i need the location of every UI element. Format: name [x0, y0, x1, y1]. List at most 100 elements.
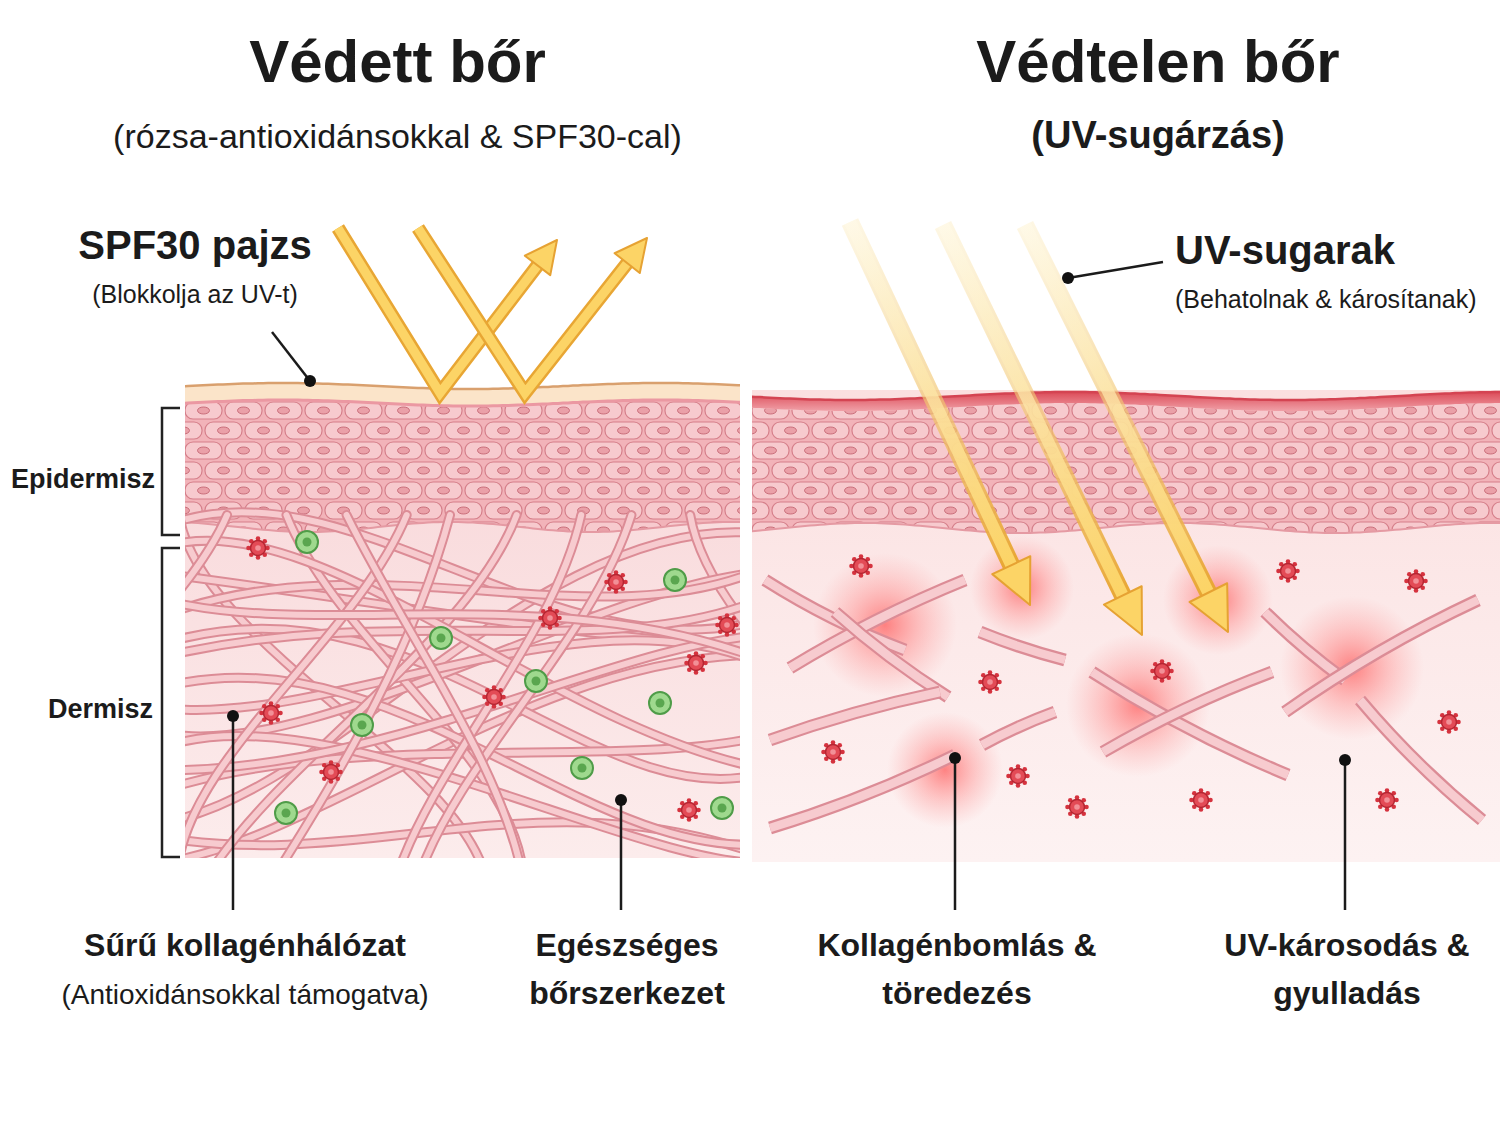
skin-cell [1352, 482, 1389, 499]
collagen-fiber [982, 712, 1055, 745]
skin-cell [772, 462, 809, 479]
skin-cell [345, 442, 382, 459]
skin-cell [772, 502, 809, 519]
collagen-fiber [980, 632, 1065, 660]
skin-cell [265, 442, 302, 459]
skin-cell [1085, 447, 1097, 454]
panel-subheading: (UV-sugárzás) [818, 113, 1498, 159]
skin-cell [1292, 502, 1329, 519]
skin-cell [1232, 442, 1269, 459]
skin-cell [1225, 507, 1237, 514]
skin-cell [738, 427, 741, 434]
skin-cell [1312, 522, 1349, 539]
skin-cell [1292, 462, 1329, 479]
dermis-cells [246, 531, 739, 824]
skin-cell [865, 467, 877, 474]
skin-cell [1092, 462, 1129, 479]
skin-cell [665, 442, 702, 459]
skin-cell [1432, 442, 1469, 459]
skin-cell [318, 487, 330, 494]
skin-cell [805, 527, 817, 534]
free-radical [826, 745, 841, 760]
antioxidant-cell [351, 714, 373, 736]
free-radical [1070, 800, 1085, 815]
uv-ray [943, 225, 1125, 599]
skin-cell [845, 487, 857, 494]
skin-cell [445, 462, 482, 479]
free-radical [547, 615, 553, 621]
collagen-fiber [982, 712, 1055, 745]
skin-cell [258, 427, 270, 434]
skin-cell [1485, 447, 1497, 454]
skin-cell [812, 502, 849, 519]
skin-cell [538, 507, 550, 514]
skin-cell [1485, 407, 1497, 414]
skin-cell [1085, 407, 1097, 414]
collagen-fiber [275, 515, 450, 858]
uv-ray [338, 228, 557, 393]
free-radical [491, 694, 497, 700]
skin-cell [752, 502, 769, 519]
skin-cell [585, 442, 622, 459]
skin-cell [425, 482, 462, 499]
skin-cell [1232, 522, 1269, 539]
skin-cell [618, 467, 630, 474]
skin-cell [852, 462, 889, 479]
skin-section [185, 383, 740, 858]
skin-section [752, 390, 1500, 862]
skin-cell [225, 402, 262, 419]
collagen-fiber [835, 612, 948, 697]
collagen-fiber [1360, 700, 1482, 820]
collagen-fiber [770, 755, 955, 828]
skin-cell [1072, 442, 1109, 459]
skin-cell [185, 462, 202, 479]
skin-cell [792, 442, 829, 459]
skin-cell [618, 427, 630, 434]
free-radical [268, 710, 274, 716]
skin-cell [1272, 482, 1309, 499]
free-radical [1065, 795, 1089, 819]
skin-cell [625, 482, 662, 499]
free-radical [246, 536, 270, 560]
skin-cell [185, 482, 222, 499]
skin-cell [1212, 422, 1249, 439]
skin-cell [792, 482, 829, 499]
collagen-fiber [208, 515, 516, 858]
skin-cell [1485, 487, 1497, 494]
skin-cell [525, 462, 562, 479]
antioxidant-cell [430, 627, 452, 649]
skin-cell [438, 447, 450, 454]
skin-cell [1372, 502, 1409, 519]
antioxidant-cell [358, 721, 367, 730]
skin-cell [1472, 442, 1500, 459]
skin-cell [1252, 502, 1289, 519]
antioxidant-cell [711, 797, 733, 819]
skin-cell [752, 462, 769, 479]
free-radical [1437, 710, 1461, 734]
skin-cell [418, 467, 430, 474]
skin-cell [805, 447, 817, 454]
collagen-fiber [1092, 672, 1288, 775]
skin-cell [238, 407, 250, 414]
skin-cell [1105, 507, 1117, 514]
skin-cell [992, 442, 1029, 459]
free-radical [604, 570, 628, 594]
skin-cell [238, 447, 250, 454]
skin-cell [1165, 407, 1177, 414]
skin-cell [525, 422, 562, 439]
skin-cell [698, 507, 710, 514]
skin-cell [912, 482, 949, 499]
collagen-fiber [690, 515, 740, 858]
skin-cell [1465, 427, 1477, 434]
skin-cell [1212, 502, 1249, 519]
skin-cell [318, 447, 330, 454]
skin-cell [505, 442, 542, 459]
skin-cell [1345, 427, 1357, 434]
skin-cell [498, 507, 510, 514]
skin-cell [558, 487, 570, 494]
free-radical [724, 622, 730, 628]
antioxidant-cell [649, 692, 671, 714]
skin-cell [965, 407, 977, 414]
skin-cell [1092, 502, 1129, 519]
spf-layer [185, 383, 740, 406]
